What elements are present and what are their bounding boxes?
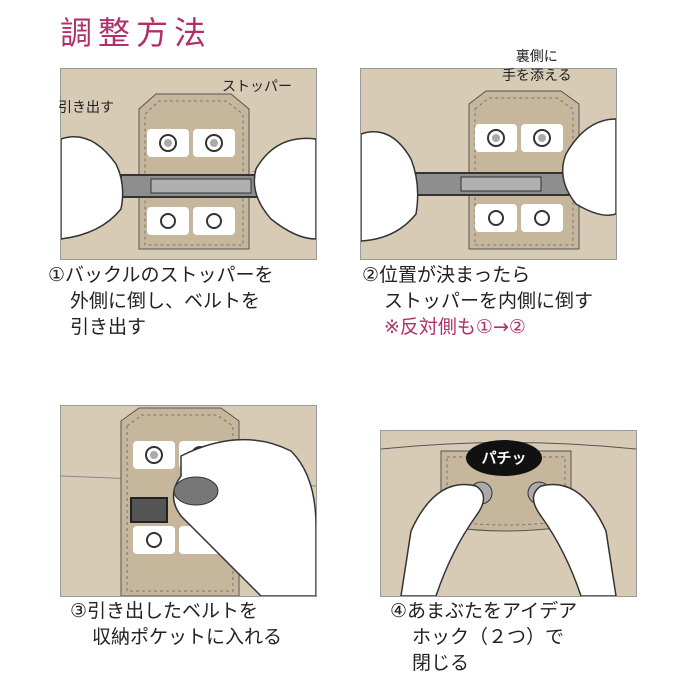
- step-1-line-1: ①バックルのストッパーを: [48, 264, 274, 286]
- page-title: 調整方法: [60, 14, 213, 52]
- step-1-caption: ①バックルのストッパーを 外側に倒し、ベルトを 引き出す: [48, 262, 273, 340]
- label-back-hand: 裏側に 手を添える: [502, 48, 572, 86]
- step-4-line-1: ④あまぶたをアイデア: [390, 600, 578, 622]
- step-2-line-1: ②位置が決まったら: [362, 264, 531, 286]
- step-2-line-2: ストッパーを内側に倒す: [384, 290, 594, 312]
- step-1-illustration: [60, 68, 317, 260]
- step-1-line-3: 引き出す: [70, 316, 147, 338]
- label-back-line2: 手を添える: [502, 68, 572, 84]
- step-3-caption: ③引き出したベルトを 収納ポケットに入れる: [70, 598, 282, 650]
- step-2-illustration: [360, 68, 617, 260]
- step-2-note: ※反対側も①→②: [384, 316, 526, 338]
- step-3-line-2: 収納ポケットに入れる: [92, 626, 283, 648]
- label-stopper: ストッパー: [222, 79, 292, 95]
- step-4-caption: ④あまぶたをアイデア ホック（２つ）で 閉じる: [390, 598, 577, 676]
- step-2-caption: ②位置が決まったら ストッパーを内側に倒す ※反対側も①→②: [362, 262, 593, 340]
- label-pull: 引き出す: [58, 100, 114, 116]
- step-1-line-2: 外側に倒し、ベルトを: [70, 290, 261, 312]
- step-3-line-1: ③引き出したベルトを: [70, 600, 259, 622]
- step-4-line-2: ホック（２つ）で: [412, 626, 565, 648]
- snap-sound-bubble: パチッ: [466, 440, 542, 476]
- step-4-line-3: 閉じる: [412, 652, 470, 674]
- label-back-line1: 裏側に: [515, 49, 558, 65]
- step-3-illustration: [60, 405, 317, 597]
